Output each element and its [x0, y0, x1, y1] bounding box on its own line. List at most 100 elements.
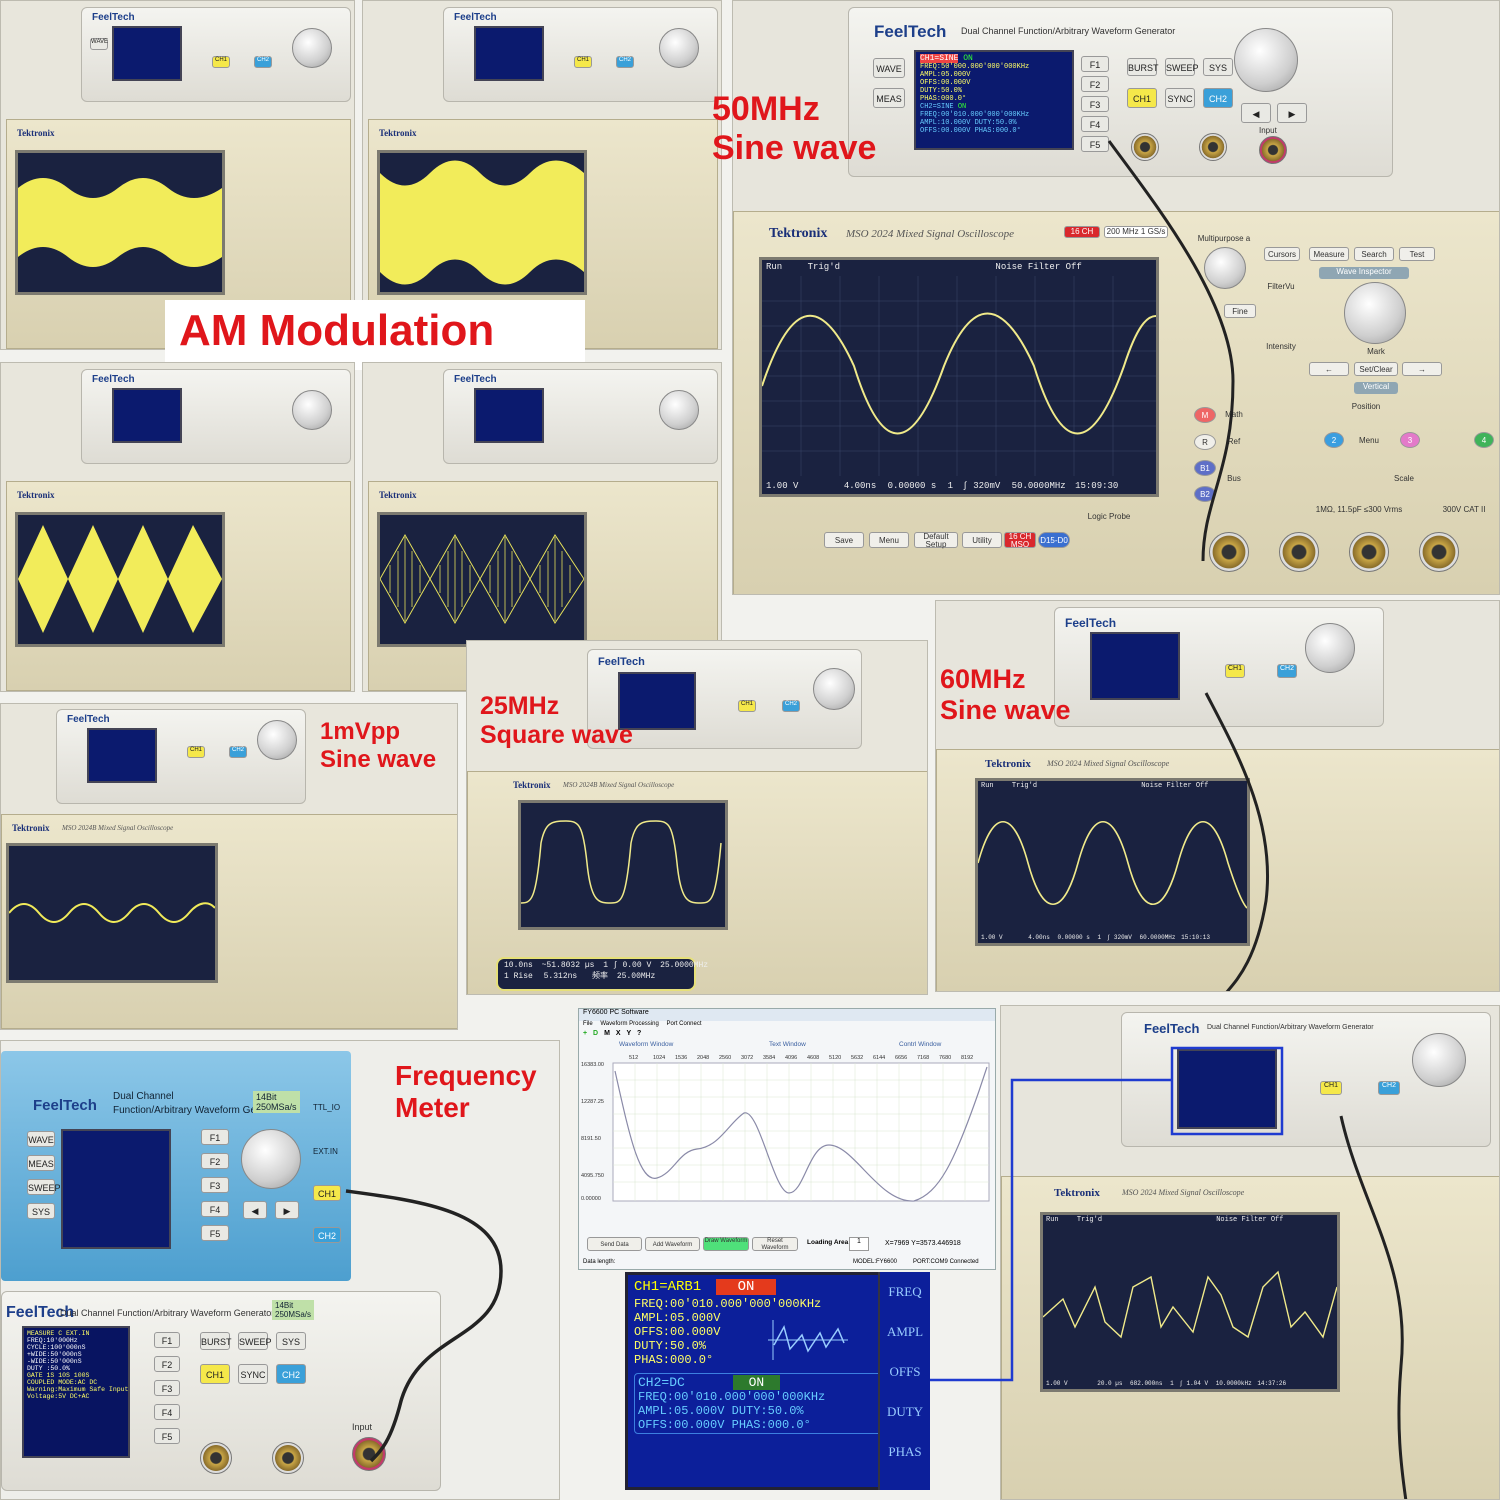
sweep-button[interactable]: SWEEP [238, 1332, 272, 1350]
b1-button[interactable]: B1 [1194, 460, 1216, 476]
menu-file[interactable]: File [583, 1021, 593, 1027]
ch3-menu-button[interactable]: 3 [1400, 432, 1420, 448]
test-button[interactable]: Test [1399, 247, 1435, 261]
tool-help[interactable]: ? [636, 1030, 642, 1037]
tab-waveform-window[interactable]: Waveform Window [619, 1041, 674, 1048]
f5-button[interactable]: F5 [1081, 136, 1109, 152]
f3-button[interactable]: F3 [201, 1177, 229, 1193]
f5-button[interactable]: F5 [154, 1428, 180, 1444]
burst-button[interactable]: BURST [1127, 58, 1159, 76]
rotary-knob[interactable] [813, 668, 855, 710]
ch4-input-connector[interactable] [1419, 532, 1459, 572]
tool-x[interactable]: X [615, 1030, 621, 1037]
pan-zoom-knob[interactable] [1344, 282, 1406, 344]
rotary-knob[interactable] [1412, 1033, 1466, 1087]
tool-add[interactable]: + [583, 1030, 588, 1037]
f2-button[interactable]: F2 [1081, 76, 1109, 92]
ch1-button[interactable]: CH1 [187, 746, 205, 758]
loading-area-input[interactable]: 1 [849, 1237, 869, 1251]
sys-button[interactable]: SYS [276, 1332, 306, 1350]
left-arrow-button[interactable]: ◀ [243, 1201, 267, 1219]
side-phas[interactable]: PHAS [888, 1444, 922, 1459]
meas-button[interactable]: MEAS [873, 88, 905, 108]
ch3-input-connector[interactable] [1349, 532, 1389, 572]
ch1-output-connector[interactable] [1131, 133, 1159, 161]
rotary-knob[interactable] [1305, 623, 1355, 673]
ch2-output-connector[interactable] [1199, 133, 1227, 161]
ch2-button[interactable]: CH2 [276, 1364, 306, 1384]
send-data-button[interactable]: Send Data [587, 1237, 642, 1251]
f4-button[interactable]: F4 [201, 1201, 229, 1217]
wave-button[interactable]: WAVE [90, 38, 108, 50]
rotary-knob[interactable] [659, 390, 699, 430]
f2-button[interactable]: F2 [201, 1153, 229, 1169]
input-connector[interactable] [1259, 136, 1287, 164]
ch2-output-connector[interactable] [272, 1442, 304, 1474]
ch2-button[interactable]: CH2 [1203, 88, 1233, 108]
ref-button[interactable]: R [1194, 434, 1216, 450]
add-waveform-button[interactable]: Add Waveform [645, 1237, 700, 1251]
rotary-knob[interactable] [292, 390, 332, 430]
ch1-button[interactable]: CH1 [574, 56, 592, 68]
right-arrow-button[interactable]: ▶ [275, 1201, 299, 1219]
ch1-button[interactable]: CH1 [1320, 1081, 1342, 1095]
f3-button[interactable]: F3 [154, 1380, 180, 1396]
reset-waveform-button[interactable]: Reset Waveform [752, 1237, 798, 1251]
f4-button[interactable]: F4 [154, 1404, 180, 1420]
ch2-button[interactable]: CH2 [254, 56, 272, 68]
measure-button[interactable]: Measure [1309, 247, 1349, 261]
math-button[interactable]: M [1194, 407, 1216, 423]
prev-mark-button[interactable]: ← [1309, 362, 1349, 376]
ch2-button[interactable]: CH2 [782, 700, 800, 712]
save-button[interactable]: Save [824, 532, 864, 548]
cursors-button[interactable]: Cursors [1264, 247, 1300, 261]
ch1-button[interactable]: CH1 [313, 1185, 341, 1201]
ch1-output-connector[interactable] [200, 1442, 232, 1474]
sweep-button[interactable]: SWEEP [27, 1179, 61, 1195]
rotary-knob[interactable] [1234, 28, 1298, 92]
fine-button[interactable]: Fine [1224, 304, 1256, 318]
f1-button[interactable]: F1 [1081, 56, 1109, 72]
f1-button[interactable]: F1 [154, 1332, 180, 1348]
tool-d[interactable]: D [593, 1030, 599, 1037]
tab-text-window[interactable]: Text Window [769, 1041, 806, 1048]
set-clear-button[interactable]: Set/Clear [1354, 362, 1398, 376]
tab-contrl-window[interactable]: Contrl Window [899, 1041, 942, 1048]
rotary-knob[interactable] [257, 720, 297, 760]
meas-button[interactable]: MEAS [27, 1155, 55, 1171]
f1-button[interactable]: F1 [201, 1129, 229, 1145]
tool-m[interactable]: M [604, 1030, 610, 1037]
menu-port-connect[interactable]: Port Connect [666, 1021, 702, 1027]
search-button[interactable]: Search [1354, 247, 1394, 261]
sys-button[interactable]: SYS [27, 1203, 55, 1219]
right-arrow-button[interactable]: ▶ [1277, 103, 1307, 123]
sweep-button[interactable]: SWEEP [1165, 58, 1199, 76]
side-ampl[interactable]: AMPL [886, 1324, 924, 1339]
left-arrow-button[interactable]: ◀ [1241, 103, 1271, 123]
f3-button[interactable]: F3 [1081, 96, 1109, 112]
rotary-knob[interactable] [292, 28, 332, 68]
ch2-button[interactable]: CH2 [616, 56, 634, 68]
ch1-button[interactable]: CH1 [1127, 88, 1157, 108]
wave-button[interactable]: WAVE [873, 58, 905, 78]
ch2-button[interactable]: CH2 [313, 1227, 341, 1243]
ch1-button[interactable]: CH1 [212, 56, 230, 68]
f2-button[interactable]: F2 [154, 1356, 180, 1372]
ch1-button[interactable]: CH1 [738, 700, 756, 712]
ch1-button[interactable]: CH1 [1225, 664, 1245, 678]
ch2-input-connector[interactable] [1279, 532, 1319, 572]
input-connector[interactable] [352, 1437, 386, 1471]
sync-button[interactable]: SYNC [238, 1364, 268, 1384]
sys-button[interactable]: SYS [1203, 58, 1233, 76]
ch4-menu-button[interactable]: 4 [1474, 432, 1494, 448]
utility-button[interactable]: Utility [962, 532, 1002, 548]
side-offs[interactable]: OFFS [889, 1364, 921, 1379]
draw-waveform-button[interactable]: Draw Waveform [703, 1237, 749, 1251]
ch2-button[interactable]: CH2 [1277, 664, 1297, 678]
ch2-button[interactable]: CH2 [229, 746, 247, 758]
side-duty[interactable]: DUTY [886, 1404, 924, 1419]
f4-button[interactable]: F4 [1081, 116, 1109, 132]
ch1-input-connector[interactable] [1209, 532, 1249, 572]
sync-button[interactable]: SYNC [1165, 88, 1195, 108]
b2-button[interactable]: B2 [1194, 486, 1216, 502]
